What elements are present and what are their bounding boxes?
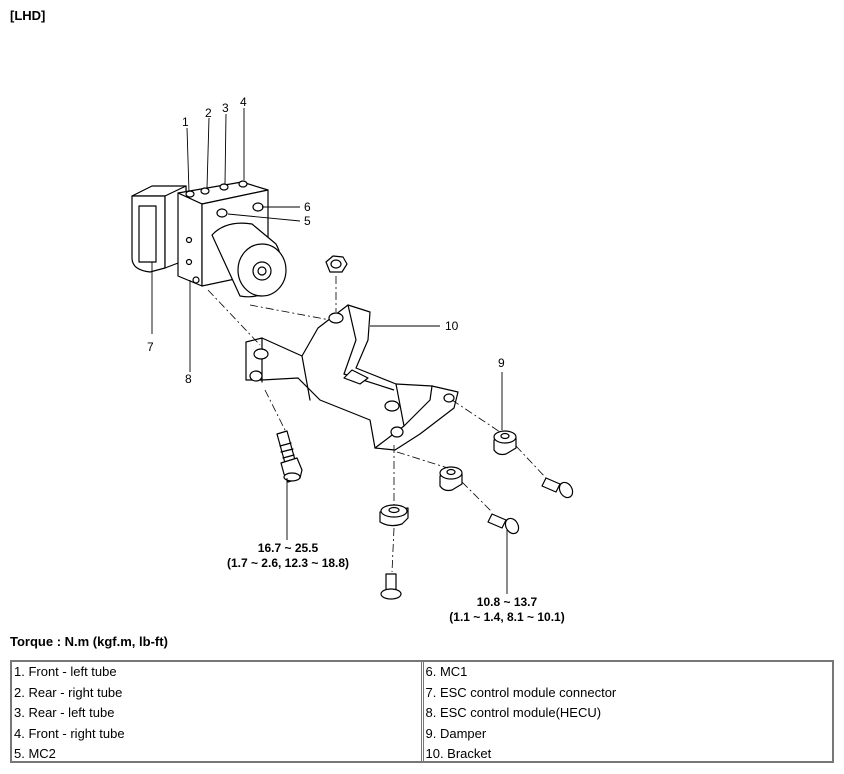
legend-row: 7. ESC control module connector: [425, 684, 617, 700]
legend-row: 6. MC1: [425, 664, 468, 679]
legend-row: 5. MC2: [14, 746, 56, 761]
pump-motor: [211, 222, 287, 298]
callout-8: 8: [185, 372, 192, 386]
bracket-nut: [325, 255, 348, 273]
torque-damper-bolt-nm: 10.8 ~ 13.7: [477, 595, 538, 609]
damper-upper: [493, 430, 517, 456]
legend-row: 4. Front - right tube: [14, 725, 125, 741]
callout-3: 3: [222, 101, 229, 115]
damper-middle: [439, 466, 463, 492]
port-holes: [185, 180, 264, 284]
callout-5: 5: [304, 214, 311, 228]
pin-bolt-right: [541, 477, 574, 499]
legend-column-right: 6. MC1 7. ESC control module connector 8…: [420, 662, 833, 761]
callout-7: 7: [147, 340, 154, 354]
callout-6: 6: [304, 200, 311, 214]
pin-bolt-middle: [487, 513, 520, 535]
callout-4: 4: [240, 95, 247, 109]
callout-9: 9: [498, 356, 505, 370]
callout-2: 2: [205, 106, 212, 120]
legend-column-left: 1. Front - left tube 2. Rear - right tub…: [12, 662, 421, 761]
callout-1: 1: [182, 115, 189, 129]
torque-damper-bolt-alt: (1.1 ~ 1.4, 8.1 ~ 10.1): [449, 610, 564, 624]
bracket-bolt: [276, 430, 303, 483]
torque-bracket-bolt-alt: (1.7 ~ 2.6, 12.3 ~ 18.8): [227, 556, 349, 570]
damper-lower: [379, 504, 409, 527]
legend-row: 10. Bracket: [425, 746, 492, 761]
mounting-bracket: [245, 304, 459, 451]
legend-row: 8. ESC control module(HECU): [425, 705, 602, 720]
callout-10: 10: [445, 319, 459, 333]
pin-bolt-lower: [380, 573, 402, 600]
section-label: [LHD]: [10, 8, 46, 23]
legend-row: 2. Rear - right tube: [14, 684, 123, 700]
legend-row: 3. Rear - left tube: [14, 705, 115, 720]
legend-row: 1. Front - left tube: [14, 664, 117, 679]
torque-heading: Torque : N.m (kgf.m, lb-ft): [10, 634, 168, 649]
esc-hecu-exploded-diagram: 1 2 3 4 6 5 7 8 10 9 16.7 ~ 25.5 (1.7 ~ …: [131, 95, 574, 624]
torque-bracket-bolt-nm: 16.7 ~ 25.5: [258, 541, 319, 555]
legend-row: 9. Damper: [425, 725, 487, 741]
parts-legend-table: 1. Front - left tube 2. Rear - right tub…: [10, 660, 834, 763]
